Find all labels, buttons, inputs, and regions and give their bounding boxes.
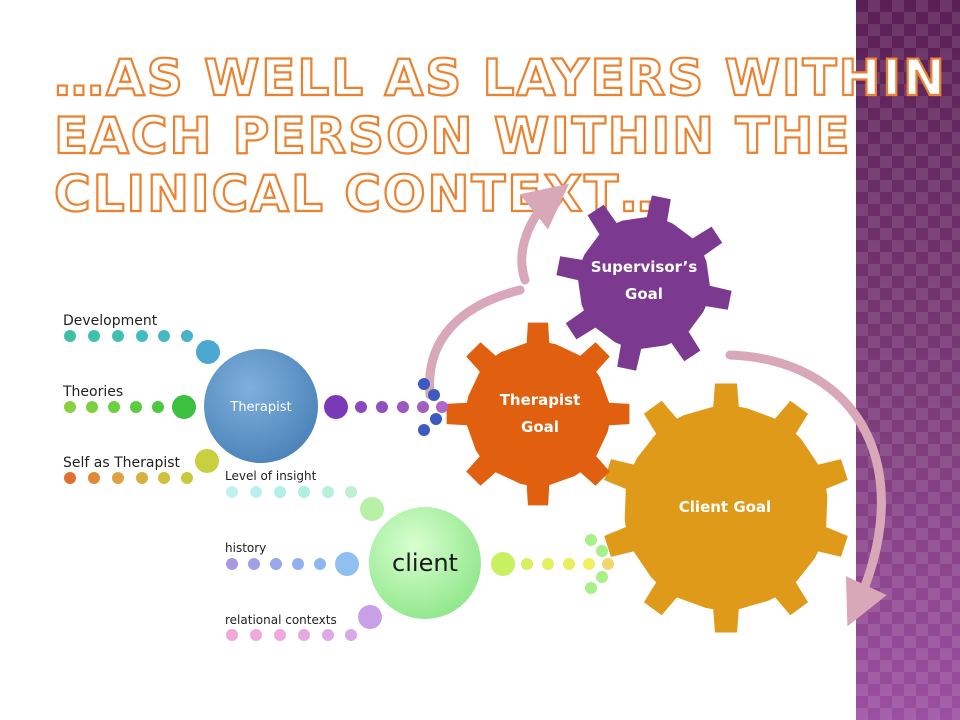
supervisor-goal-label-line2: Goal [625, 285, 663, 303]
label-development: Development [63, 313, 158, 329]
title-line-1: …AS WELL AS LAYERS WITHIN [54, 49, 947, 107]
arrow-to-top [517, 183, 570, 285]
supervisor-goal-gear-shape [556, 195, 732, 371]
slide-title: …AS WELL AS LAYERS WITHIN EACH PERSON WI… [53, 48, 947, 224]
therapist-node-label: Therapist [229, 400, 291, 415]
client-goal-gear: Client Goal [604, 383, 848, 633]
therapist-development-dots [64, 330, 220, 364]
title-line-2: EACH PERSON WITHIN THE [54, 107, 852, 165]
therapist-theories-dots [64, 395, 196, 419]
client-history-dots [226, 552, 359, 576]
client-node: client [369, 507, 481, 619]
client-node-label: client [392, 549, 458, 577]
therapist-self-dots [64, 449, 219, 484]
arrow-therapist-to-supervisor [425, 285, 525, 400]
arrow-supervisor-to-client [725, 350, 887, 627]
client-goal-gear-shape [604, 383, 848, 633]
therapist-node: Therapist [204, 349, 318, 463]
label-history: history [225, 541, 266, 555]
client-relational-dots [226, 605, 382, 641]
supervisor-goal-label-line1: Supervisor’s [591, 258, 698, 276]
therapist-goal-gear: Therapist Goal [446, 322, 630, 506]
client-goal-label: Client Goal [679, 498, 771, 516]
label-theories: Theories [62, 384, 123, 400]
label-self-as-therapist: Self as Therapist [63, 455, 181, 471]
therapist-goal-gear-shape [446, 322, 630, 506]
therapist-goal-label-line2: Goal [521, 418, 559, 436]
client-insight-dots [226, 486, 384, 521]
label-level-of-insight: Level of insight [225, 469, 317, 483]
label-relational-contexts: relational contexts [225, 613, 337, 627]
therapist-connector-dots [324, 378, 448, 436]
client-connector-dots [491, 534, 614, 594]
supervisor-goal-gear: Supervisor’s Goal [556, 195, 732, 371]
therapist-goal-label-line1: Therapist [500, 391, 581, 409]
title-line-3: CLINICAL CONTEXT… [54, 165, 672, 223]
client-node-circle [369, 507, 481, 619]
therapist-node-circle [204, 349, 318, 463]
